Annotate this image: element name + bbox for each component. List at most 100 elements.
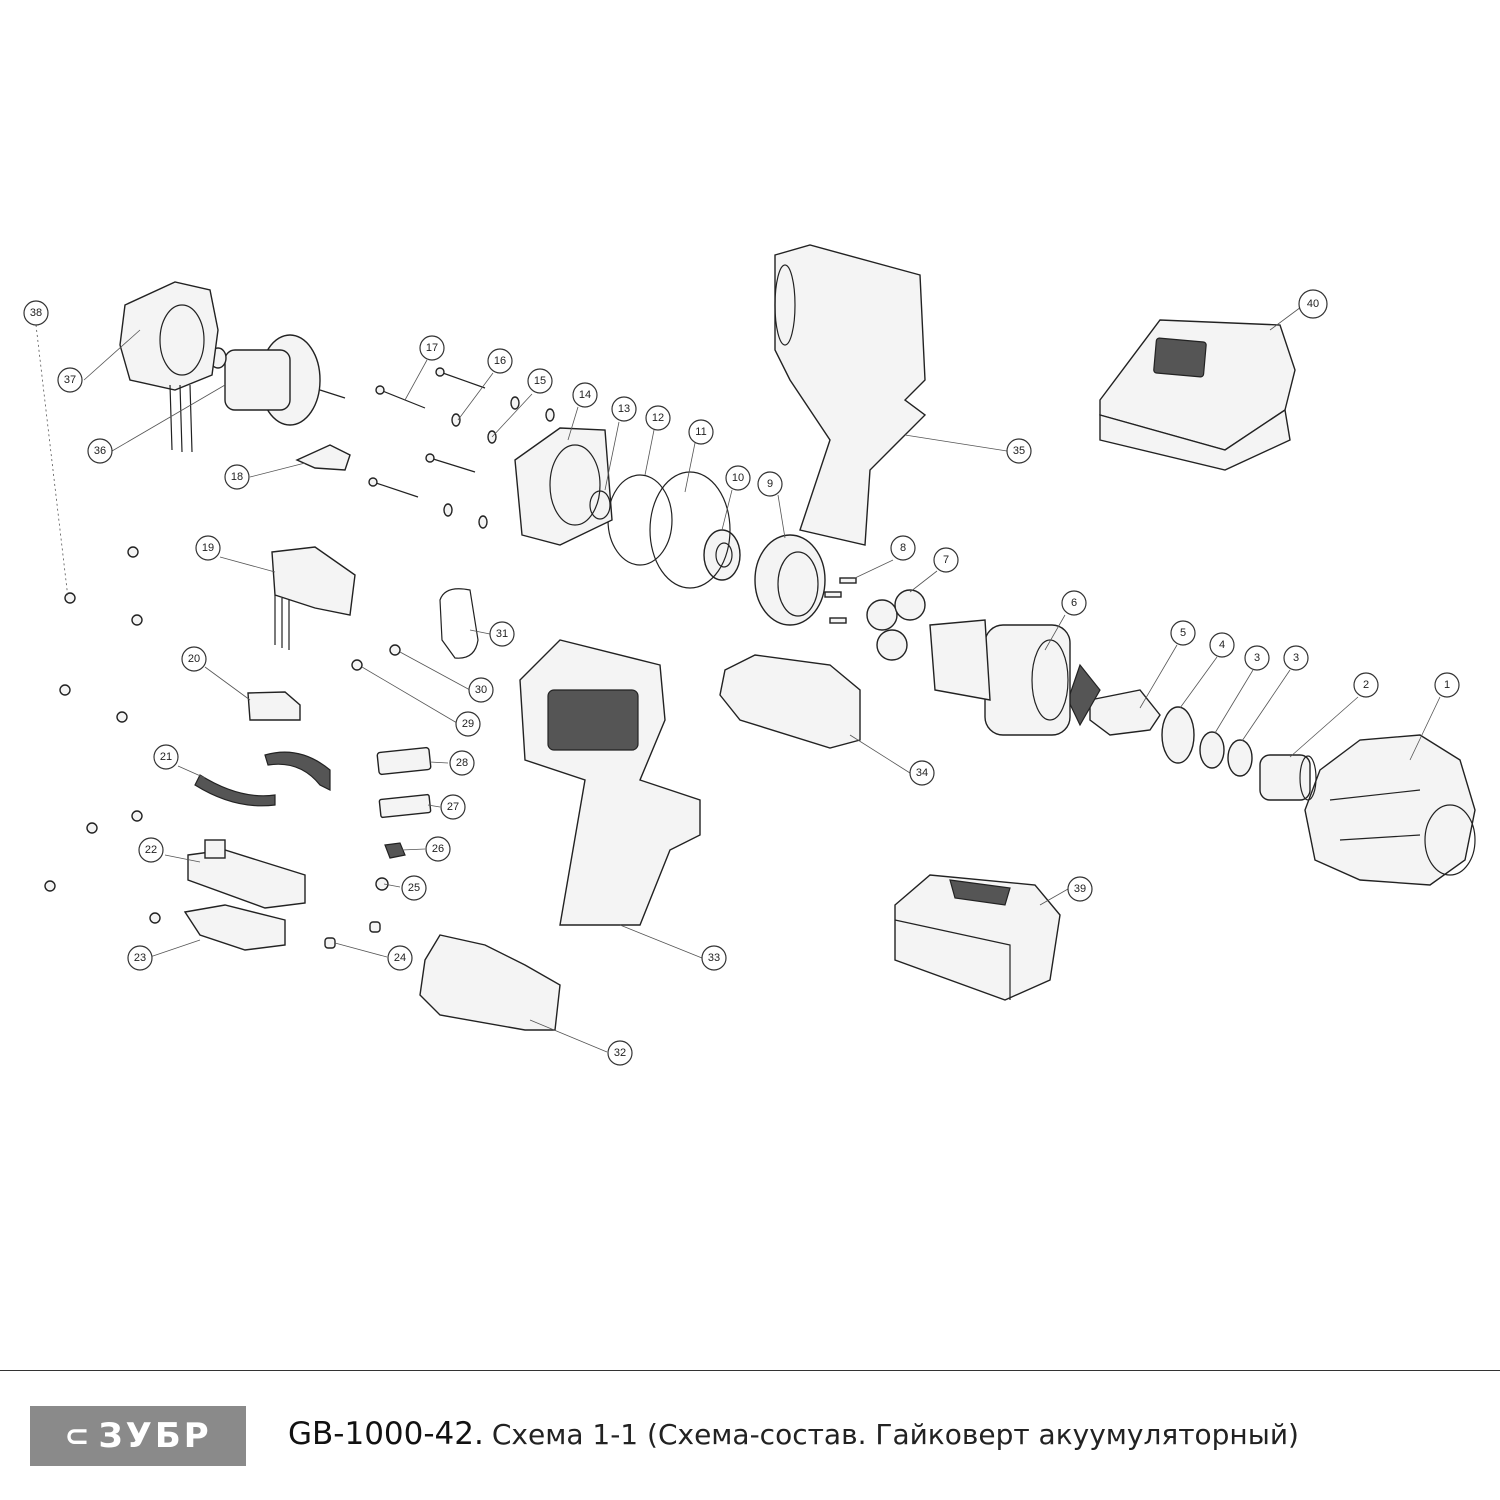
svg-text:1: 1 [1444, 679, 1450, 691]
part-ring-b [1227, 739, 1253, 777]
svg-text:28: 28 [456, 757, 468, 769]
callout-11: 11 [688, 419, 714, 445]
svg-text:3: 3 [1254, 652, 1260, 664]
svg-text:12: 12 [652, 412, 664, 424]
callout-22: 22 [138, 837, 164, 863]
part-housing-insert [719, 654, 861, 749]
part-pcb [378, 793, 432, 819]
svg-text:36: 36 [94, 445, 106, 457]
footer-title: GB-1000-42.Схема 1-1 (Схема-состав. Гайк… [288, 1416, 1299, 1452]
callout-38: 38 [23, 300, 49, 326]
svg-text:34: 34 [916, 767, 928, 779]
svg-text:18: 18 [231, 471, 243, 483]
part-sleeve [1259, 754, 1317, 801]
part-housing-right [774, 244, 927, 546]
callout-35: 35 [1006, 438, 1032, 464]
svg-text:26: 26 [432, 843, 444, 855]
callout-4: 4 [1209, 632, 1235, 658]
part-washer [1161, 706, 1195, 764]
svg-text:15: 15 [534, 375, 546, 387]
svg-text:27: 27 [447, 801, 459, 813]
part-block [247, 691, 301, 721]
callout-28: 28 [449, 750, 475, 776]
svg-text:30: 30 [475, 684, 487, 696]
callout-23: 23 [127, 945, 153, 971]
part-ring-gear [754, 534, 826, 626]
footer-divider [0, 1370, 1500, 1371]
svg-text:38: 38 [30, 307, 42, 319]
callout-26: 26 [425, 836, 451, 862]
callout-3a: 3 [1244, 645, 1270, 671]
part-gearbox-housing [514, 427, 613, 546]
part-hammer [929, 619, 1071, 736]
part-gears [866, 589, 926, 661]
part-screw-30 [389, 644, 401, 656]
callout-18: 18 [224, 464, 250, 490]
svg-text:35: 35 [1013, 445, 1025, 457]
callout-20: 20 [181, 646, 207, 672]
callout-32: 32 [607, 1040, 633, 1066]
part-o-ring-small [607, 474, 673, 566]
callout-39: 39 [1067, 876, 1093, 902]
callout-12: 12 [645, 405, 671, 431]
svg-text:39: 39 [1074, 883, 1086, 895]
part-bearing [703, 529, 741, 581]
part-bracket [183, 904, 286, 951]
part-switch [271, 546, 356, 650]
svg-text:11: 11 [695, 426, 706, 438]
callout-27: 27 [440, 794, 466, 820]
callout-36: 36 [87, 438, 113, 464]
svg-text:40: 40 [1307, 298, 1319, 310]
part-pins [824, 577, 857, 624]
diagram-caption: Схема 1-1 (Схема-состав. Гайковерт акуум… [491, 1418, 1299, 1451]
part-long-screws [368, 367, 486, 498]
part-small-cap-b [369, 921, 381, 933]
callout-labels: 1 2 3 3 4 5 6 7 8 9 10 11 12 13 14 15 16… [23, 289, 1460, 1066]
callout-1: 1 [1434, 672, 1460, 698]
part-battery [894, 874, 1061, 1001]
callout-9: 9 [757, 471, 783, 497]
callout-24: 24 [387, 945, 413, 971]
svg-text:6: 6 [1071, 597, 1077, 609]
part-stator [119, 281, 219, 453]
part-display [376, 746, 432, 776]
callout-10: 10 [725, 465, 751, 491]
callout-5: 5 [1170, 620, 1196, 646]
part-loose-screws [44, 546, 161, 924]
callout-40: 40 [1298, 289, 1328, 319]
model-code: GB-1000-42. [288, 1416, 484, 1452]
leader-lines [35, 306, 1441, 1053]
part-rotor [209, 334, 346, 426]
svg-text:7: 7 [943, 554, 949, 566]
part-ring-a [1199, 731, 1225, 769]
svg-text:4: 4 [1219, 639, 1225, 651]
part-cable-springs [194, 751, 331, 807]
svg-text:31: 31 [496, 628, 508, 640]
part-small-spring [375, 877, 389, 891]
svg-text:29: 29 [462, 718, 474, 730]
svg-text:24: 24 [394, 952, 406, 964]
svg-text:8: 8 [900, 542, 906, 554]
svg-text:9: 9 [767, 478, 773, 490]
callout-37: 37 [57, 367, 83, 393]
callout-34: 34 [909, 760, 935, 786]
svg-text:23: 23 [134, 952, 146, 964]
svg-text:33: 33 [708, 952, 720, 964]
svg-text:3: 3 [1293, 652, 1299, 664]
callout-14: 14 [572, 382, 598, 408]
parts-layer [44, 244, 1476, 1031]
part-small-washers [443, 396, 555, 529]
svg-text:13: 13 [618, 403, 630, 415]
svg-text:16: 16 [494, 355, 506, 367]
callout-3b: 3 [1283, 645, 1309, 671]
svg-text:17: 17 [426, 342, 438, 354]
part-anvil [1067, 663, 1161, 736]
callout-33: 33 [701, 945, 727, 971]
svg-text:2: 2 [1363, 679, 1369, 691]
callout-31: 31 [489, 621, 515, 647]
part-battery-mount [419, 934, 561, 1031]
part-screw-29 [351, 659, 363, 671]
part-small-cap-a [324, 937, 336, 949]
part-front-housing [1304, 734, 1476, 886]
callout-30: 30 [468, 677, 494, 703]
